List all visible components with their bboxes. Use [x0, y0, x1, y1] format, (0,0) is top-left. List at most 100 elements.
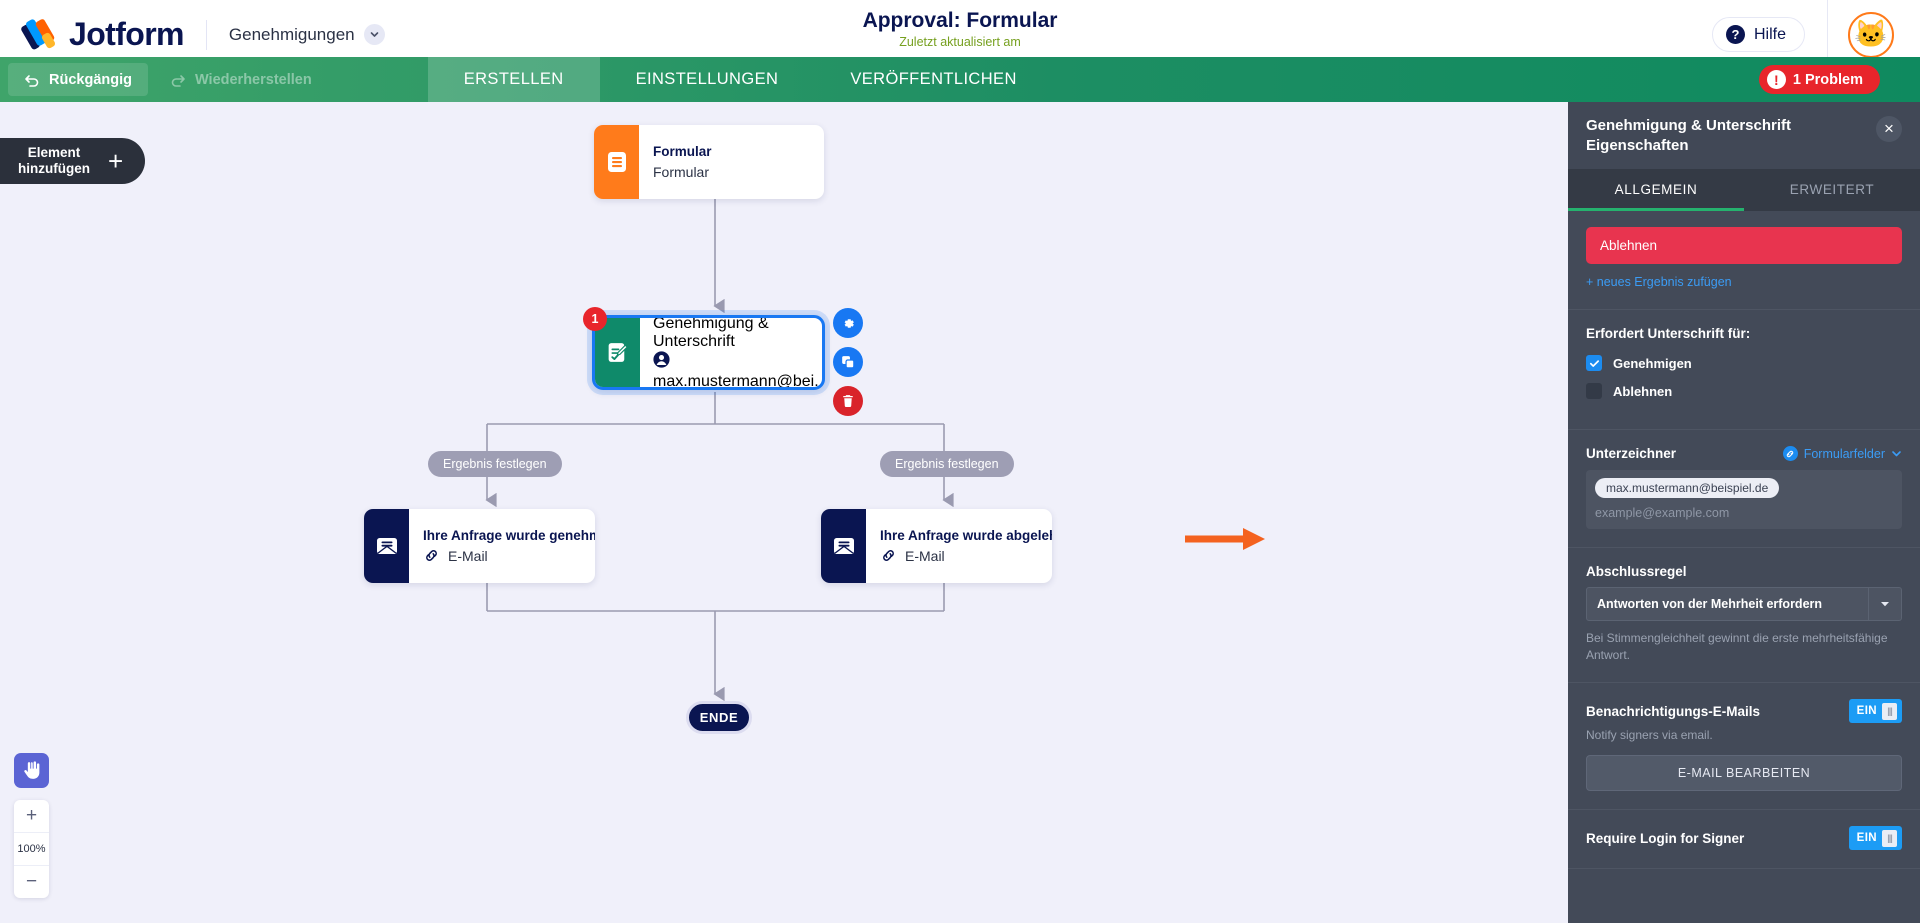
- tab-erweitert[interactable]: ERWEITERT: [1789, 182, 1875, 197]
- notify-header-row: Benachrichtigungs-E-Mails EIN |||: [1586, 699, 1902, 723]
- tab-erstellen[interactable]: ERSTELLEN: [427, 57, 600, 102]
- require-login-row: Require Login for Signer EIN |||: [1586, 826, 1902, 850]
- signer-input-box[interactable]: max.mustermann@beispiel.de example@examp…: [1586, 470, 1902, 529]
- approval-node-subtitle-row: max.mustermann@bei...: [653, 350, 825, 390]
- checkbox-row-genehmigen[interactable]: Genehmigen: [1586, 355, 1902, 371]
- signer-placeholder[interactable]: example@example.com: [1595, 506, 1730, 520]
- completion-rule-select[interactable]: Antworten von der Mehrheit erfordern: [1586, 587, 1902, 621]
- zoom-box: + 100% −: [14, 800, 49, 898]
- pan-hand-button[interactable]: [14, 753, 49, 788]
- outcome-ablehnen-button[interactable]: Ablehnen: [1586, 227, 1902, 264]
- email-icon: [364, 509, 409, 583]
- node-settings-button[interactable]: [833, 308, 863, 338]
- signer-section: Unterzeichner Formularfelder max.musterm…: [1568, 430, 1920, 548]
- signer-tag[interactable]: max.mustermann@beispiel.de: [1595, 478, 1780, 498]
- brand-divider: [205, 19, 207, 50]
- require-login-toggle[interactable]: EIN |||: [1848, 826, 1902, 850]
- signature-required-section: Erfordert Unterschrift für: Genehmigen A…: [1568, 310, 1920, 430]
- undo-icon: [25, 74, 39, 87]
- flow-node-form[interactable]: Formular Formular: [594, 125, 824, 199]
- brand[interactable]: Jotform Genehmigungen: [0, 16, 385, 54]
- brand-name: Jotform: [69, 16, 185, 52]
- plus-icon: +: [107, 146, 124, 176]
- help-button[interactable]: ? Hilfe: [1711, 17, 1805, 52]
- branch-label-right[interactable]: Ergebnis festlegen: [880, 451, 1014, 477]
- zoom-out-button[interactable]: −: [25, 871, 38, 892]
- redo-button[interactable]: Wiederherstellen: [154, 63, 328, 96]
- link-icon: [426, 550, 437, 561]
- top-divider: [1827, 0, 1828, 69]
- notify-hint: Notify signers via email.: [1586, 728, 1713, 742]
- node-delete-button[interactable]: [833, 386, 863, 416]
- chevron-down-icon[interactable]: [1869, 587, 1902, 621]
- panel-body[interactable]: Ablehnen + neues Ergebnis zufügen Erford…: [1568, 211, 1920, 923]
- add-element-button[interactable]: Element hinzufügen +: [0, 138, 146, 184]
- zoom-in-button[interactable]: +: [25, 805, 38, 826]
- editor-toolbar: Rückgängig Wiederherstellen ERSTELLEN EI…: [0, 57, 1920, 102]
- edit-email-button[interactable]: E-MAIL BEARBEITEN: [1586, 755, 1902, 791]
- checkbox-label-ablehnen: Ablehnen: [1613, 383, 1673, 399]
- toggle-knob-icon: |||: [1882, 702, 1897, 720]
- form-node-body: Formular Formular: [639, 125, 728, 199]
- avatar[interactable]: 🐱: [1848, 11, 1894, 58]
- email-icon: [821, 509, 866, 583]
- problem-badge[interactable]: ! 1 Problem: [1758, 65, 1880, 94]
- zoom-divider-2: [14, 865, 49, 866]
- flow-node-email-rejected[interactable]: Ihre Anfrage wurde abgelehnt. E-Mail: [821, 509, 1052, 583]
- annotation-arrow: [1185, 526, 1267, 557]
- flow-node-email-approved[interactable]: Ihre Anfrage wurde genehmigt. E-Mail: [364, 509, 595, 583]
- node-duplicate-button[interactable]: [833, 347, 863, 377]
- flow-node-approval[interactable]: Genehmigung & Unterschrift max.musterman…: [592, 315, 825, 390]
- hand-icon: [24, 761, 40, 779]
- notify-toggle[interactable]: EIN |||: [1848, 699, 1902, 723]
- branch-label-left[interactable]: Ergebnis festlegen: [428, 451, 562, 477]
- checkbox-ablehnen[interactable]: [1586, 383, 1602, 399]
- require-login-section: Require Login for Signer EIN |||: [1568, 810, 1920, 869]
- require-login-label: Require Login for Signer: [1586, 830, 1745, 846]
- approval-node-title: Genehmigung & Unterschrift: [653, 315, 769, 350]
- email-approved-subtitle-row: E-Mail: [423, 545, 595, 567]
- workspace-selector[interactable]: Genehmigungen: [229, 24, 385, 45]
- checkbox-genehmigen[interactable]: [1586, 355, 1602, 371]
- link-icon: [883, 550, 894, 561]
- avatar-glyph: 🐱: [1854, 19, 1888, 49]
- notify-label: Benachrichtigungs-E-Mails: [1586, 703, 1761, 719]
- zoom-divider-1: [14, 832, 49, 833]
- checkbox-row-ablehnen[interactable]: Ablehnen: [1586, 383, 1902, 399]
- flow-canvas[interactable]: Element hinzufügen + Formular Formular 1: [0, 102, 1568, 923]
- close-icon[interactable]: ×: [1876, 116, 1902, 142]
- tab-veroeffentlichen[interactable]: VERÖFFENTLICHEN: [850, 70, 1017, 88]
- approval-node-signer: max.mustermann@bei...: [653, 372, 825, 390]
- link-field-icon: [1782, 446, 1798, 461]
- email-approved-body: Ihre Anfrage wurde genehmigt. E-Mail: [409, 509, 595, 583]
- add-element-line1: Element: [27, 145, 81, 160]
- flow-node-end[interactable]: ENDE: [686, 701, 752, 734]
- email-approved-title: Ihre Anfrage wurde genehmigt.: [423, 527, 595, 543]
- jotform-logo-icon: [20, 16, 60, 54]
- undo-redo-group: Rückgängig Wiederherstellen: [0, 57, 328, 102]
- completion-rule-hint: Bei Stimmengleichheit gewinnt die erste …: [1586, 631, 1888, 662]
- form-fields-label: Formularfelder: [1803, 446, 1885, 461]
- node-action-buttons: [833, 308, 863, 425]
- user-icon: [653, 350, 670, 368]
- help-label: Hilfe: [1753, 25, 1786, 43]
- checkbox-label-genehmigen: Genehmigen: [1613, 355, 1692, 371]
- top-bar-right: ? Hilfe 🐱: [1711, 0, 1920, 69]
- panel-tabs: ALLGEMEIN ERWEITERT: [1568, 169, 1920, 211]
- question-mark-icon: ?: [1725, 25, 1745, 44]
- undo-button[interactable]: Rückgängig: [8, 63, 148, 96]
- completion-rule-section: Abschlussregel Antworten von der Mehrhei…: [1568, 548, 1920, 683]
- undo-label: Rückgängig: [49, 71, 132, 88]
- trash-icon: [843, 395, 853, 407]
- email-rejected-title: Ihre Anfrage wurde abgelehnt.: [880, 527, 1052, 543]
- tab-einstellungen[interactable]: EINSTELLUNGEN: [635, 70, 779, 88]
- form-fields-dropdown[interactable]: Formularfelder: [1782, 446, 1902, 461]
- add-outcome-link[interactable]: + neues Ergebnis zufügen: [1586, 275, 1732, 289]
- error-count-badge: 1: [583, 307, 607, 331]
- form-node-title: Formular: [653, 143, 712, 159]
- zoom-level: 100%: [17, 843, 46, 855]
- notify-toggle-label: EIN: [1856, 705, 1877, 717]
- completion-rule-value[interactable]: Antworten von der Mehrheit erfordern: [1586, 587, 1869, 621]
- tab-allgemein[interactable]: ALLGEMEIN: [1568, 169, 1744, 211]
